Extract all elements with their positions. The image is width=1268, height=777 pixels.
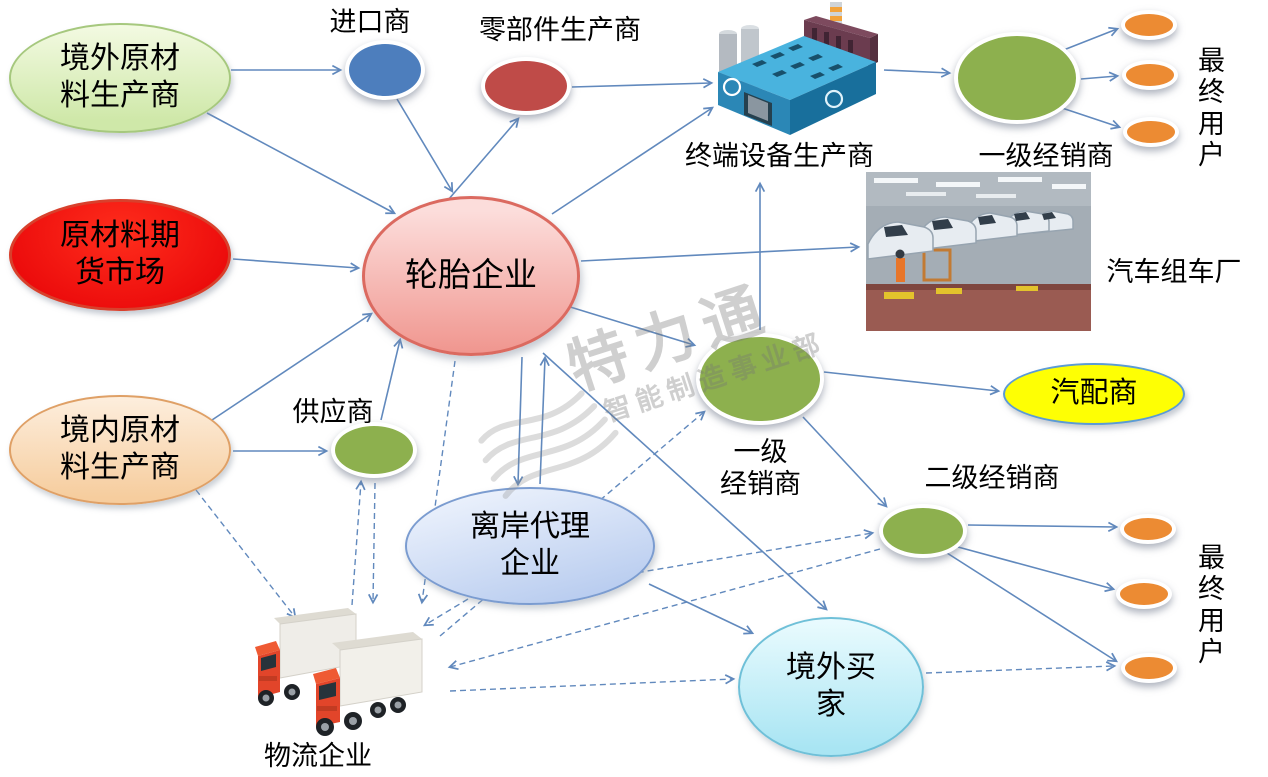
edge-offshore-to-buyer [648, 583, 755, 635]
node-overseas-buyer: 境外买 家 [738, 617, 924, 757]
node-importer [345, 40, 425, 100]
edge-domestic-raw-to-tire [205, 312, 373, 425]
enduser-bot-label: 最终用户 [1198, 543, 1225, 667]
edge-offshore-to-tire [539, 355, 550, 485]
carplant-label: 汽车组车厂 [1106, 257, 1242, 287]
edge-offshore-to-dealer2 [617, 529, 875, 577]
edge-futures-to-tire [232, 258, 361, 273]
dealer2-label: 二级经销商 [924, 463, 1060, 493]
edge-tire-to-dealer1mid [566, 305, 697, 348]
node-offshore-agency: 离岸代理 企业 [405, 487, 655, 605]
importer-label: 进口商 [329, 7, 411, 37]
edge-dealer1top-to-enduserT3 [1058, 106, 1122, 130]
factory-label: 终端设备生产商 [685, 141, 874, 171]
edge-dealer1mid-to-autoparts [823, 371, 1001, 396]
edge-trucks-to-buyer [449, 674, 736, 692]
edge-tire-to-carplant [580, 242, 861, 262]
node-enduser-top-2 [1122, 60, 1178, 90]
node-dealer1-mid [696, 333, 824, 425]
node-tire-company: 轮胎企业 [362, 196, 580, 356]
node-domestic-raw-producer: 境内原材 料生产商 [9, 395, 231, 505]
node-futures-market: 原材料期 货市场 [9, 199, 231, 311]
node-dealer1-top [954, 32, 1080, 124]
edge-dealer2-to-enduserB3 [946, 552, 1119, 663]
edge-importer-to-tire [396, 98, 454, 194]
node-enduser-bot-2 [1116, 579, 1172, 609]
edge-dealer1mid-to-dealer2 [802, 416, 888, 508]
edge-factory-to-dealer1top [883, 67, 952, 78]
trucks-label: 物流企业 [264, 741, 372, 771]
edge-dealer1top-to-enduserT1 [1060, 26, 1120, 52]
node-enduser-top-1 [1121, 10, 1177, 40]
node-supplier [331, 422, 417, 478]
edge-offshore-to-trucks [422, 598, 469, 627]
node-enduser-top-3 [1123, 117, 1179, 147]
edge-dealer2-to-trucks [447, 548, 881, 671]
edge-parts-to-factory [571, 78, 714, 89]
edge-supplier-to-trucks [367, 482, 379, 605]
edge-tire-to-parts [447, 117, 520, 201]
edge-tire-to-offshore [513, 356, 524, 487]
edge-domestic-raw-to-trucks [195, 489, 297, 619]
factory-icon [712, 0, 884, 137]
node-parts-producer [481, 57, 571, 115]
logistics-trucks-icon [250, 606, 446, 738]
edge-dealer1top-to-enduserT2 [1080, 71, 1120, 82]
parts-producer-label: 零部件生产商 [479, 15, 641, 45]
node-auto-parts-dealer: 汽配商 [1003, 363, 1185, 425]
edge-dealer2-to-enduserB1 [967, 521, 1119, 533]
edge-buyer-to-enduserB3 [925, 661, 1117, 674]
dealer1-mid-label: 一级 经销商 [720, 437, 801, 500]
enduser-top-label: 最终用户 [1198, 46, 1225, 170]
edge-trucks-to-supplier [351, 479, 366, 606]
node-overseas-raw-producer: 境外原材 料生产商 [9, 23, 231, 133]
edge-supplier-to-tire [380, 337, 404, 421]
node-enduser-bot-3 [1121, 653, 1177, 683]
supplier-label: 供应商 [292, 397, 374, 427]
node-enduser-bot-1 [1120, 514, 1176, 544]
edge-overseas-raw-to-tire [206, 112, 397, 215]
edge-tire-to-buyer [542, 352, 828, 611]
edge-tire-to-factory [551, 106, 715, 215]
edge-dealer2-to-enduserB2 [957, 546, 1116, 593]
car-assembly-photo [866, 172, 1091, 331]
dealer1-top-label: 一级经销商 [978, 141, 1114, 171]
node-dealer2 [879, 504, 967, 558]
